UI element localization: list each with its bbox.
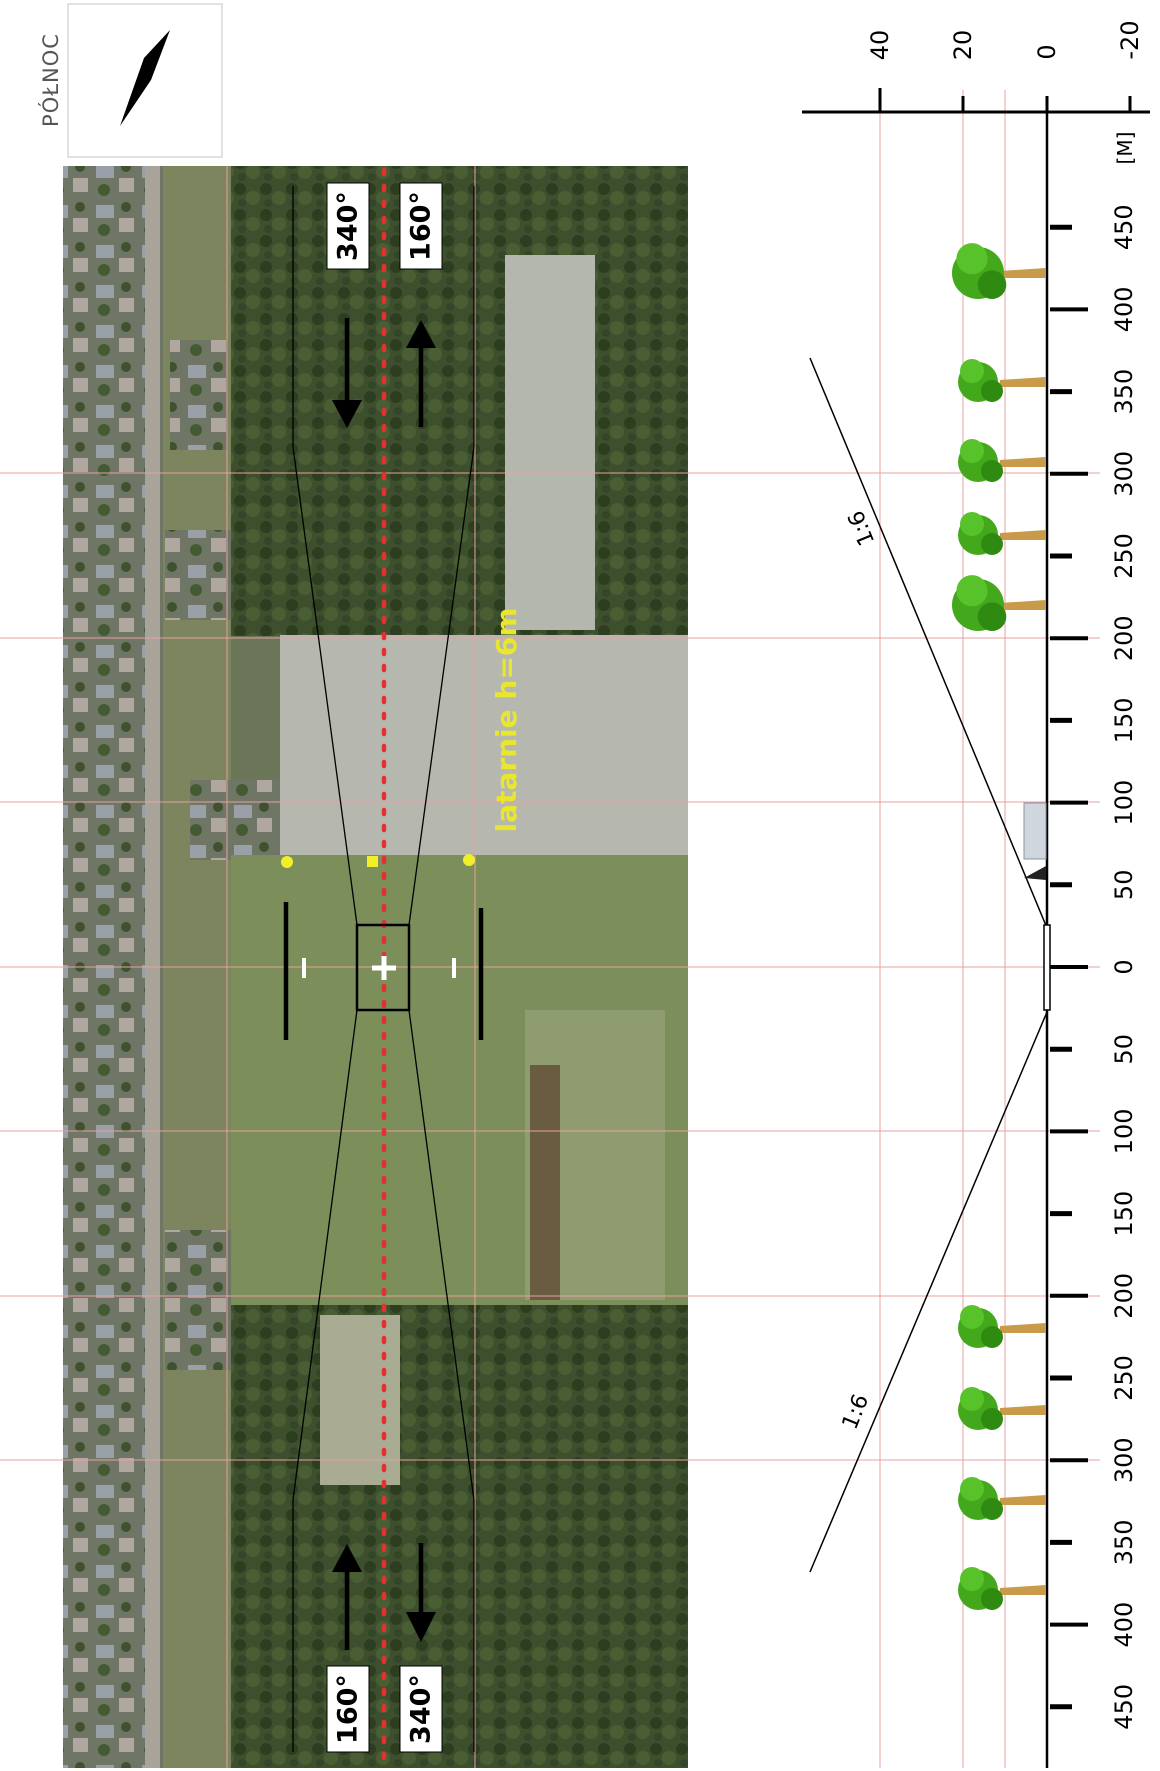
distance-tick-label: 250 (1110, 533, 1138, 579)
pad-cross-icon (372, 956, 396, 980)
distance-tick-label: 50 (1110, 1034, 1138, 1065)
building-profile (1023, 802, 1047, 860)
distance-tick-label: 0 (1110, 959, 1138, 974)
lamp-center (367, 856, 378, 867)
approach-taper-nr (408, 446, 475, 926)
height-tick-label: -20 (1116, 20, 1144, 59)
distance-tick-label: 250 (1110, 1355, 1138, 1401)
distance-tick-label: 350 (1110, 1519, 1138, 1565)
label-box-160-bottom (326, 1665, 370, 1753)
tree-icon (958, 1305, 1046, 1348)
label-box-160-top (399, 182, 443, 270)
height-tick-label: 0 (1033, 44, 1061, 59)
landing-pad (283, 902, 484, 1040)
label-160-top: 160° (406, 191, 437, 261)
lamp-right (463, 854, 475, 866)
arrow-up-icon (332, 1544, 362, 1572)
houses-block-1 (170, 340, 228, 450)
distance-tick-label: 150 (1110, 697, 1138, 743)
distance-tick-label: 350 (1110, 369, 1138, 415)
tree-icon (958, 1477, 1046, 1520)
direction-labels: 340° 160° 160° 340° (326, 182, 443, 1753)
grid-lines (0, 90, 1100, 1768)
approach-surfaces (292, 186, 475, 1752)
trees (952, 243, 1046, 1610)
arrow-up-icon (406, 320, 436, 348)
pad-outline (355, 923, 411, 1012)
north-label: PÓŁNOC (38, 33, 63, 127)
lamps (281, 854, 475, 868)
field-central (280, 635, 688, 855)
height-tick-label: 20 (949, 30, 977, 61)
north-arrow-icon (120, 30, 170, 126)
arrow-down-icon (406, 1612, 436, 1642)
label-box-340-bottom (399, 1665, 443, 1753)
label-160-bottom: 160° (333, 1674, 364, 1744)
tree-icon (952, 243, 1046, 300)
label-340-top: 340° (333, 191, 364, 261)
label-340-bottom: 340° (406, 1674, 437, 1744)
forest-north (231, 166, 688, 636)
approach-taper-sr (408, 1009, 475, 1501)
distance-tick-label: 100 (1110, 1108, 1138, 1154)
distance-tick-label: 50 (1110, 870, 1138, 901)
heliport-profile (1023, 802, 1051, 1011)
approach-taper-sl (292, 1009, 358, 1501)
distance-tick-label: 300 (1110, 1437, 1138, 1483)
tree-icon (952, 575, 1046, 631)
distance-tick-label: 400 (1110, 1602, 1138, 1648)
height-unit-label: [M] (1113, 132, 1137, 165)
distance-tick-label: 200 (1110, 1273, 1138, 1319)
profile-slopes (809, 357, 1048, 1573)
tree-icon (958, 1387, 1046, 1430)
slope-label-south: 1:6 (838, 1391, 874, 1433)
distance-ticks: 450 400 350 300 250 200 150 100 50 0 50 100 150 200 25… (1050, 204, 1138, 1730)
height-ticks: 40 20 0 -20 (866, 20, 1144, 112)
distance-tick-label: 400 (1110, 286, 1138, 332)
distance-tick-label: 450 (1110, 204, 1138, 250)
pad-profile (1043, 924, 1051, 1011)
slope-line-south (809, 1011, 1048, 1573)
north-indicator: PÓŁNOC (38, 3, 223, 158)
tree-icon (958, 1567, 1046, 1610)
lamp-left (281, 856, 293, 868)
distance-tick-label: 450 (1110, 1684, 1138, 1730)
tree-icon (958, 439, 1046, 482)
clearing-south (320, 1315, 400, 1485)
forest-south (231, 1305, 688, 1768)
arrow-down-icon (332, 400, 362, 428)
label-box-340-top (326, 182, 370, 270)
height-tick-label: 40 (866, 30, 894, 61)
lamp-height-note: latarnie h=6m (490, 608, 523, 833)
distance-tick-label: 300 (1110, 451, 1138, 497)
distance-tick-label: 200 (1110, 615, 1138, 661)
tree-icon (958, 359, 1046, 402)
distance-tick-label: 150 (1110, 1191, 1138, 1237)
building-ramp (1024, 866, 1046, 880)
direction-arrows (332, 318, 436, 1650)
field-north (505, 255, 595, 630)
distance-tick-label: 100 (1110, 780, 1138, 826)
ploughed-strip (530, 1065, 560, 1300)
slope-line-north (809, 357, 1048, 929)
approach-taper-nl (292, 446, 358, 926)
tree-icon (958, 512, 1046, 555)
